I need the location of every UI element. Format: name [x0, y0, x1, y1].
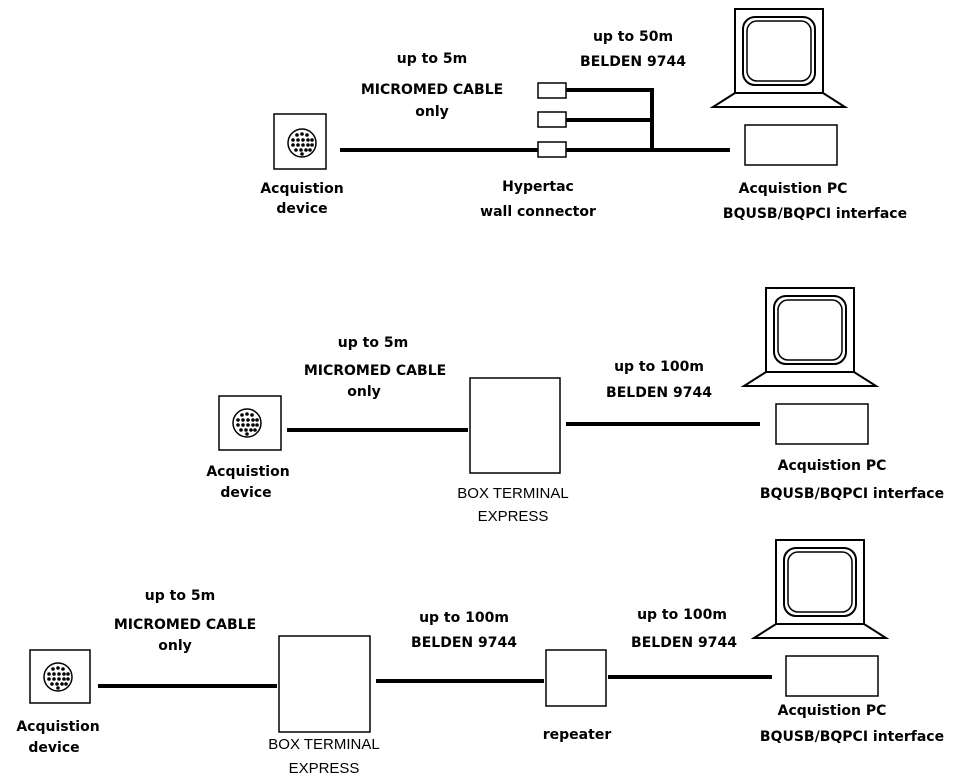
d3-computer-icon — [753, 539, 887, 697]
d3-cable-short-line1: up to 5m — [144, 588, 216, 604]
d2-box-label-line2: EXPRESS — [477, 508, 549, 525]
d3-pc-label-line2: BQUSB/BQPCI interface — [759, 729, 945, 745]
d3-cable-long-line2: BELDEN 9744 — [631, 635, 737, 651]
d2-device-label-line1: Acquistion — [206, 464, 290, 480]
d1-socket-mid — [537, 111, 567, 128]
d2-cable-long-line1: up to 100m — [614, 359, 704, 375]
d1-wall-connector-line2: wall connector — [480, 204, 596, 220]
d3-repeater-label: repeater — [542, 727, 612, 743]
d1-socket-top — [537, 82, 567, 99]
d3-device-connector-icon — [43, 662, 73, 692]
d2-computer-icon — [743, 287, 877, 445]
d2-pc-label-line1: Acquistion PC — [777, 458, 887, 474]
d1-pc-label-line1: Acquistion PC — [738, 181, 848, 197]
d2-cable-long-line2: BELDEN 9744 — [606, 385, 712, 401]
d1-pc-label-line2: BQUSB/BQPCI interface — [722, 206, 908, 222]
d2-box-terminal — [469, 377, 561, 474]
d1-cable-long-line2: BELDEN 9744 — [580, 54, 686, 70]
d2-cable-short-line1: up to 5m — [337, 335, 409, 351]
d1-device-label-line1: Acquistion — [260, 181, 344, 197]
d3-device-label-line2: device — [28, 740, 80, 756]
d3-cable-short-line3: only — [158, 638, 192, 654]
d3-cable-mid-line1: up to 100m — [419, 610, 509, 626]
d2-cable-short-line2: MICROMED CABLE — [303, 363, 447, 379]
d3-box-terminal — [278, 635, 371, 733]
d1-device-connector-icon — [287, 128, 317, 158]
d3-repeater-box — [545, 649, 607, 707]
d1-socket-bottom — [537, 141, 567, 158]
d3-cable-long-line1: up to 100m — [637, 607, 727, 623]
d2-device-label-line2: device — [220, 485, 272, 501]
d2-device-connector-icon — [232, 408, 262, 438]
d1-cable-long-line1: up to 50m — [592, 29, 674, 45]
d3-box-label-line2: EXPRESS — [288, 760, 360, 777]
d3-box-label-line1: BOX TERMINAL — [268, 736, 380, 753]
d2-cable-short-line3: only — [347, 384, 381, 400]
d2-pc-label-line2: BQUSB/BQPCI interface — [759, 486, 945, 502]
d1-belden-cable — [566, 88, 730, 152]
d3-device-label-line1: Acquistion — [16, 719, 100, 735]
d1-wall-connector-line1: Hypertac — [502, 179, 574, 195]
d1-cable-short-line1: up to 5m — [396, 51, 468, 67]
d2-box-label-line1: BOX TERMINAL — [457, 485, 569, 502]
d3-pc-label-line1: Acquistion PC — [777, 703, 887, 719]
d1-computer-icon — [712, 8, 846, 166]
d3-cable-short-line2: MICROMED CABLE — [113, 617, 257, 633]
d3-cable-mid-line2: BELDEN 9744 — [411, 635, 517, 651]
d1-cable-short-line2: MICROMED CABLE — [360, 82, 504, 98]
d1-cable-short-line3: only — [415, 104, 449, 120]
d1-device-label-line2: device — [276, 201, 328, 217]
